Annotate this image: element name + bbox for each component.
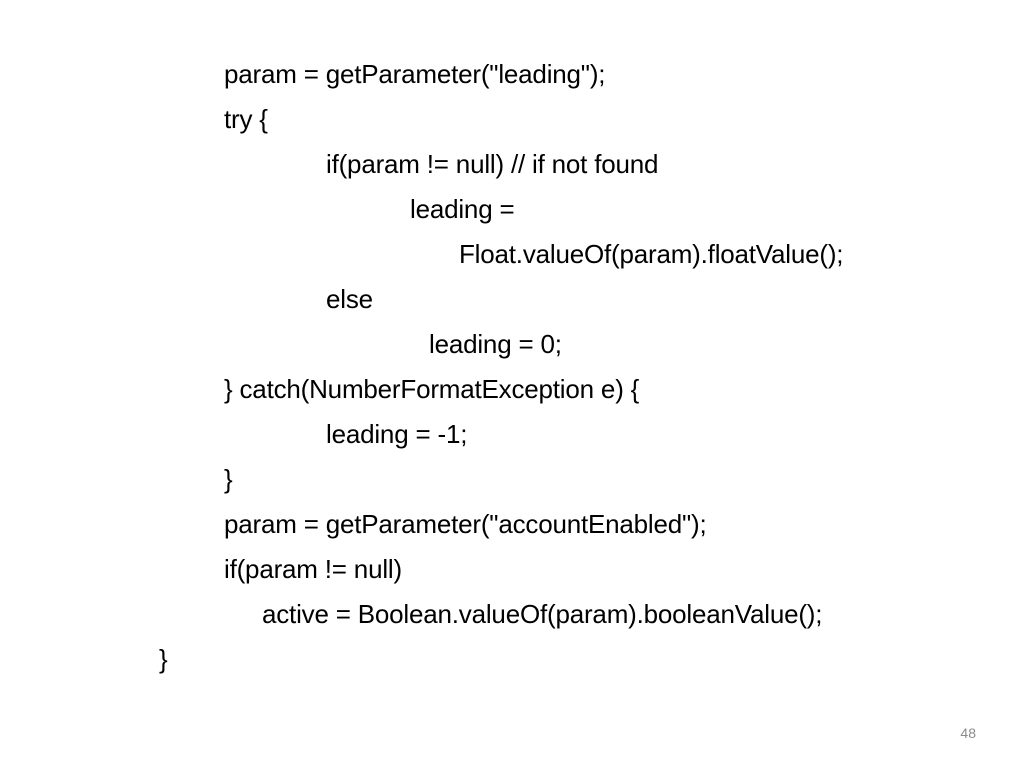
- code-line: leading =: [410, 194, 515, 224]
- code-line: }: [224, 464, 233, 494]
- code-line: leading = 0;: [429, 329, 562, 359]
- code-line: } catch(NumberFormatException e) {: [224, 374, 640, 404]
- code-line: param = getParameter("accountEnabled");: [224, 509, 707, 539]
- code-line: param = getParameter("leading");: [224, 59, 606, 89]
- code-line: else: [326, 284, 373, 314]
- code-line: if(param != null) // if not found: [326, 149, 659, 179]
- code-line: active = Boolean.valueOf(param).booleanV…: [262, 599, 823, 629]
- code-line: Float.valueOf(param).floatValue();: [459, 239, 844, 269]
- code-line: try {: [224, 104, 268, 134]
- code-line: if(param != null): [224, 554, 402, 584]
- code-line: }: [159, 644, 168, 674]
- code-line: leading = -1;: [326, 419, 468, 449]
- slide-number: 48: [960, 725, 976, 741]
